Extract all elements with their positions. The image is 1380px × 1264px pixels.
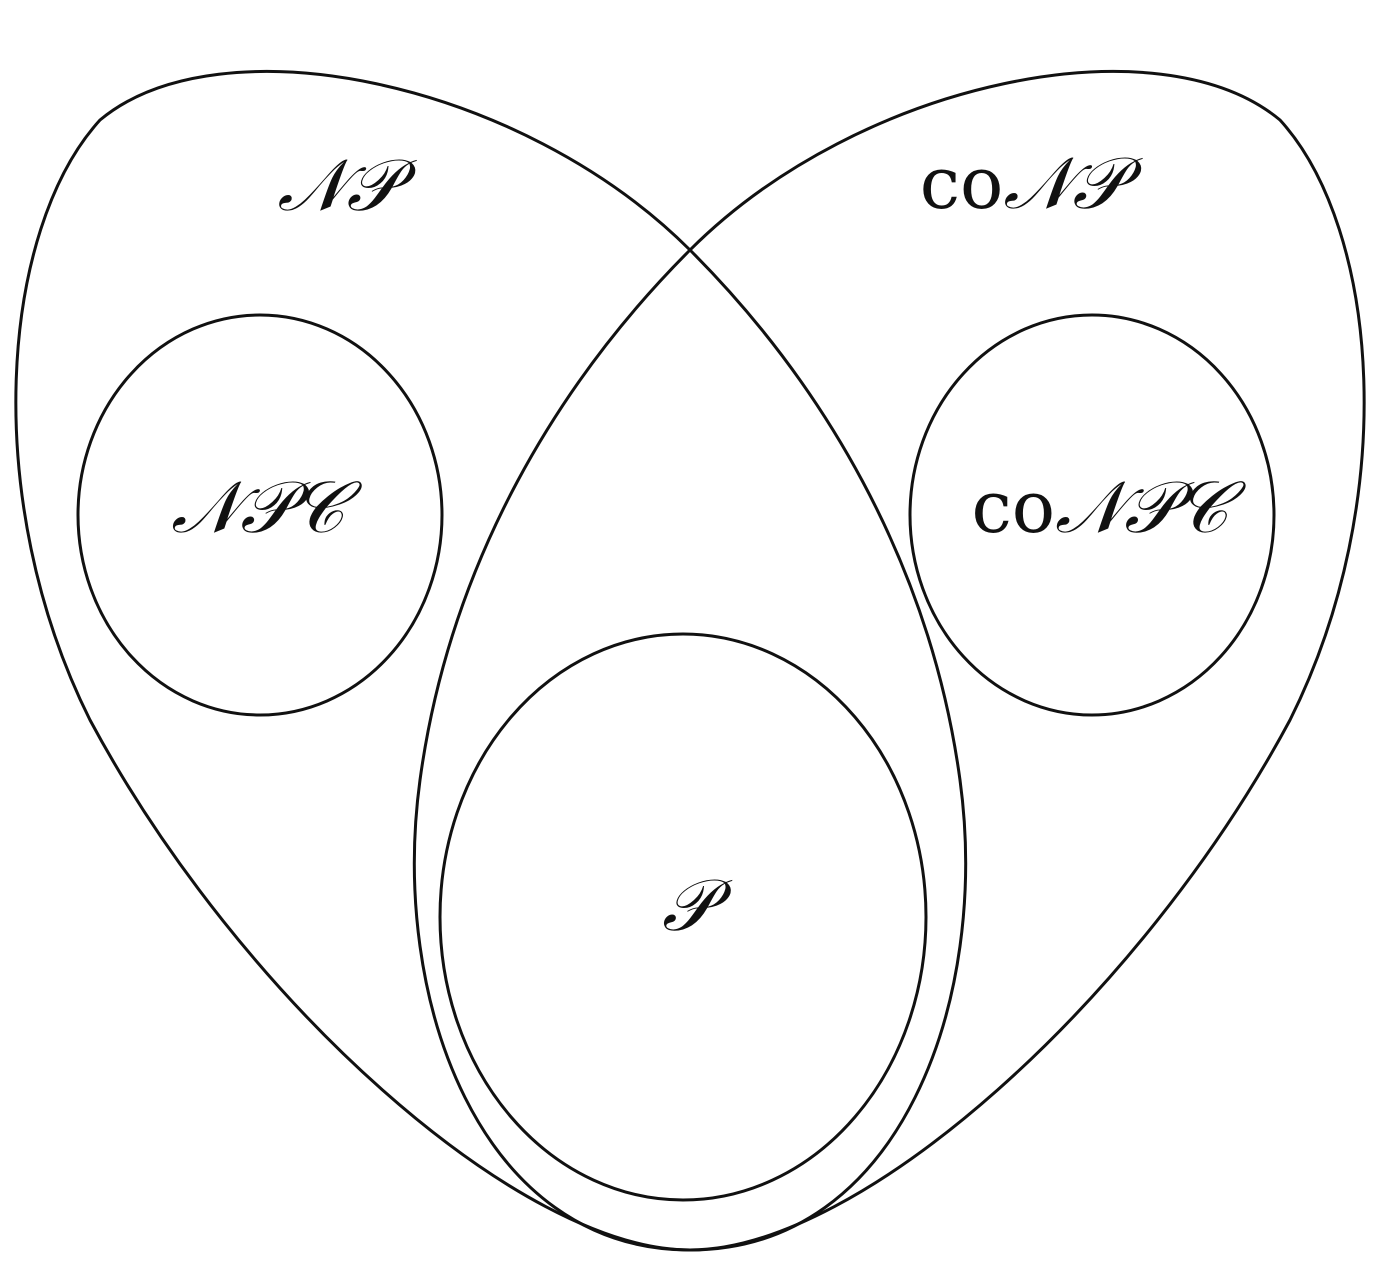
np-label: 𝒩𝒫 (278, 143, 418, 227)
conp-label-prefix: co (920, 141, 1004, 225)
conp-label-main: 𝒩𝒫 (1003, 141, 1143, 225)
conpc-label: co𝒩𝒫𝒞 (971, 465, 1247, 549)
conp-label: co𝒩𝒫 (920, 141, 1144, 225)
conpc-label-main: 𝒩𝒫𝒞 (1055, 465, 1247, 549)
npc-label: 𝒩𝒫𝒞 (171, 465, 363, 549)
conp-set-outline (412, 69, 1366, 1252)
conpc-set-outline (908, 313, 1276, 717)
p-set-outline (438, 632, 928, 1202)
np-set-outline (14, 69, 968, 1252)
npc-set-outline (76, 313, 444, 717)
conpc-label-prefix: co (971, 465, 1055, 549)
p-label: 𝒫 (662, 863, 733, 947)
